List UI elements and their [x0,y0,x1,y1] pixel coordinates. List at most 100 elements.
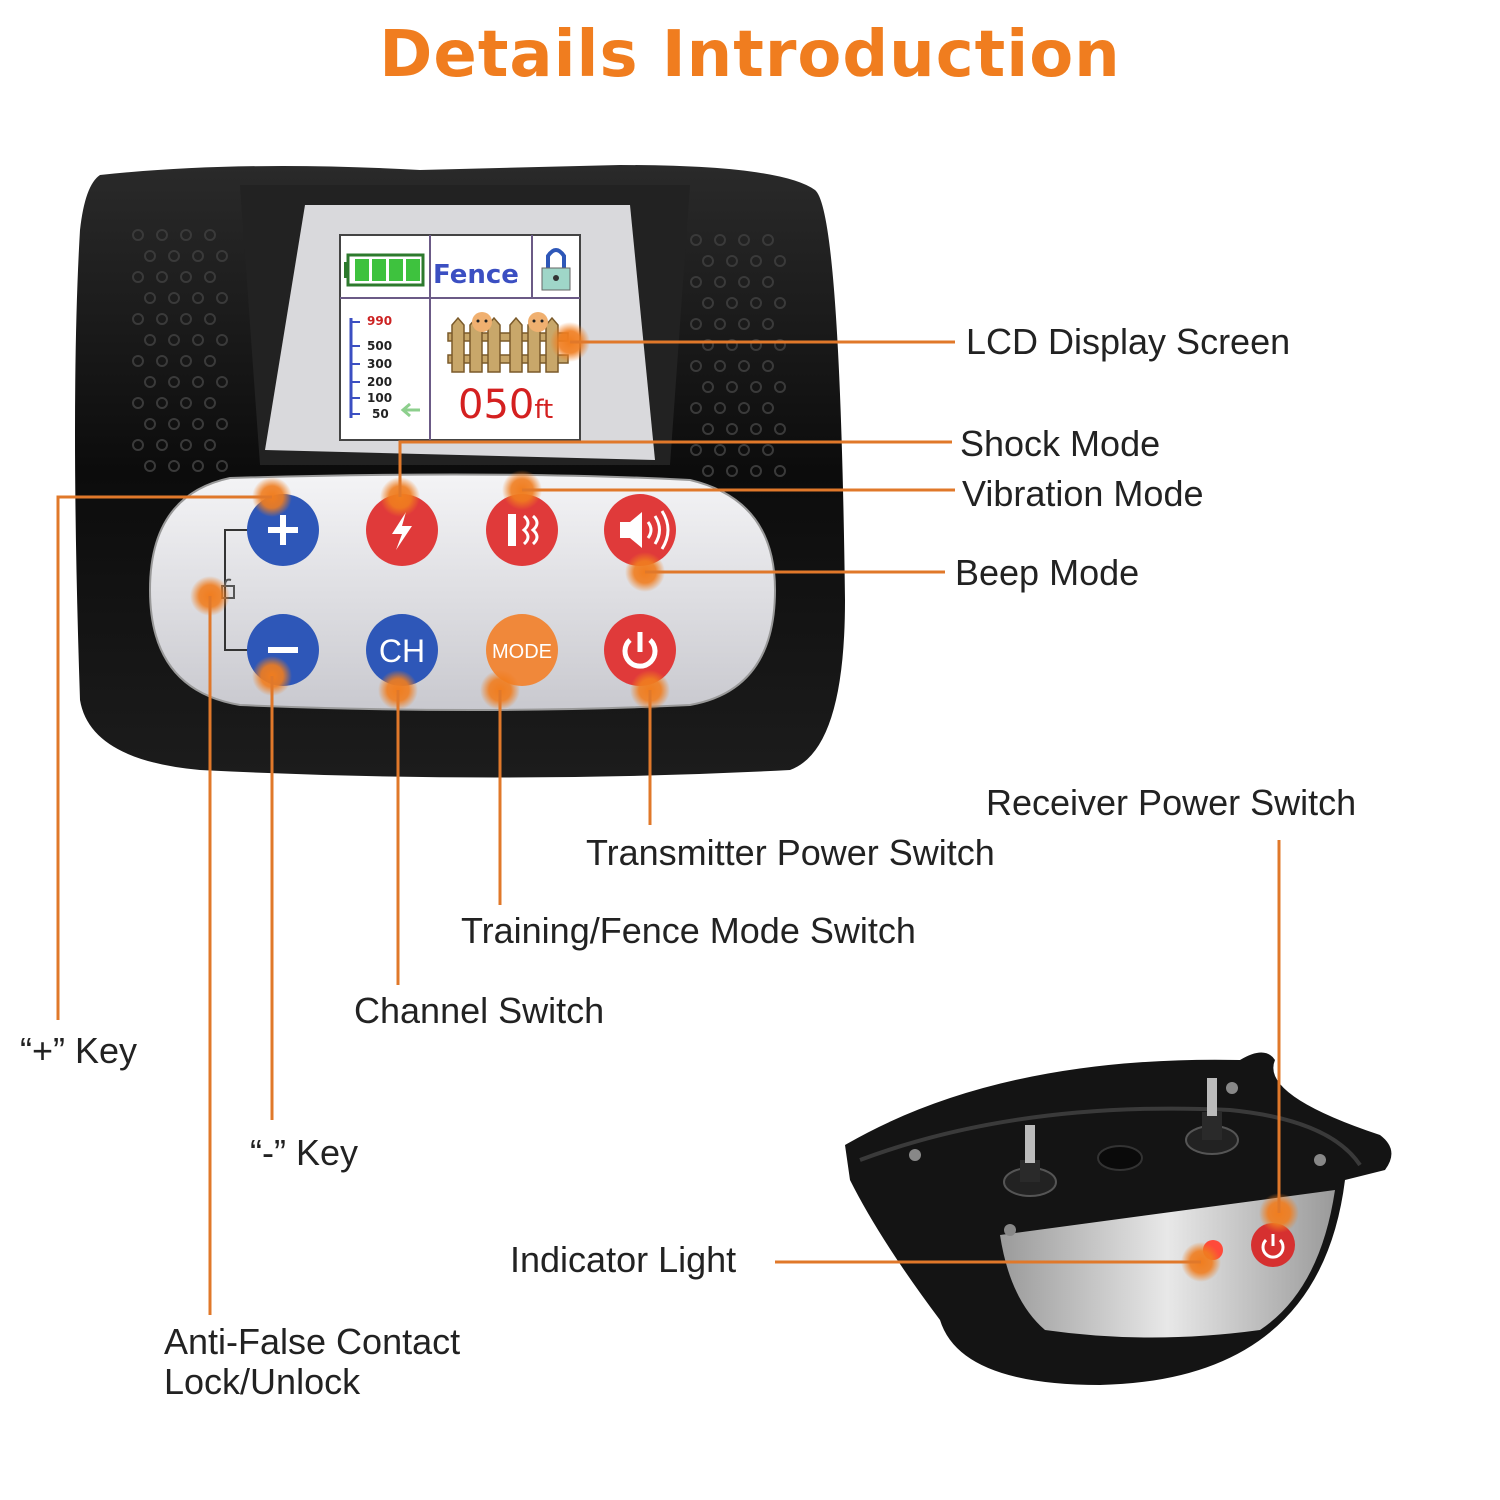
callout-markers [190,322,1299,1282]
grille-hole [132,439,144,451]
grille-hole [216,376,228,388]
grille-hole [192,376,204,388]
grille-hole [774,423,786,435]
label-minus-key: “-” Key [250,1132,358,1173]
grille-hole [702,423,714,435]
grille-hole [156,397,168,409]
scale-100: 100 [367,391,392,405]
grille-hole [738,276,750,288]
mode-button-label: MODE [492,641,552,663]
grille-hole [702,465,714,477]
grille-hole [690,444,702,456]
vibration-button [486,494,558,566]
label-channel-switch: Channel Switch [354,990,605,1031]
grille-hole [192,460,204,472]
grille-hole [156,271,168,283]
grille-hole [132,313,144,325]
grille-hole [192,334,204,346]
scale-500: 500 [367,339,392,353]
grille-hole [180,397,192,409]
receiver-speaker [1097,1145,1143,1171]
grille-hole [156,229,168,241]
grille-hole [774,297,786,309]
grille-hole [156,355,168,367]
grille-hole [702,381,714,393]
grille-hole [738,402,750,414]
grille-hole [204,229,216,241]
grille-hole [180,271,192,283]
battery-icon [344,253,425,287]
scale-50: 50 [372,407,389,421]
power-button [604,614,676,686]
grille-hole [702,255,714,267]
grille-hole [216,334,228,346]
label-beep-mode: Beep Mode [955,552,1140,593]
grille-hole [204,397,216,409]
grille-hole [726,381,738,393]
lock-icon [541,248,571,291]
grille-hole [750,339,762,351]
receiver-device [845,1052,1392,1385]
grille-hole [714,402,726,414]
grille-hole [762,402,774,414]
grille-hole [216,418,228,430]
distance-scale: 990 500 300 200 100 50 [349,314,420,421]
grille-hole [726,423,738,435]
lightning-icon [392,512,412,550]
label-receiver-power: Receiver Power Switch [986,782,1357,823]
grille-hole [774,465,786,477]
grille-hole [750,255,762,267]
grille-hole [144,418,156,430]
grille-hole [204,439,216,451]
grille-hole [774,255,786,267]
grille-hole [144,292,156,304]
grille-hole [690,318,702,330]
grille-hole [690,402,702,414]
grille-hole [180,313,192,325]
mode-button: MODE [486,614,558,686]
power-icon [622,638,658,669]
scale-300: 300 [367,357,392,371]
page-title: Details Introduction [379,18,1121,92]
grille-hole [750,465,762,477]
grille-hole [726,297,738,309]
speaker-grille-left [132,229,228,472]
grille-hole [168,250,180,262]
grille-hole [762,444,774,456]
grille-hole [690,360,702,372]
grille-hole [714,360,726,372]
label-shock-mode: Shock Mode [960,423,1161,464]
grille-hole [762,276,774,288]
grille-hole [750,297,762,309]
distance-value: 050ft [458,382,553,428]
grille-hole [192,250,204,262]
grille-hole [702,339,714,351]
grille-hole [180,229,192,241]
grille-hole [132,355,144,367]
grille-hole [714,276,726,288]
grille-hole [192,292,204,304]
grille-hole [204,355,216,367]
receiver-silver-panel [1000,1190,1335,1338]
receiver-power-button [1251,1223,1295,1267]
grille-hole [738,444,750,456]
grille-hole [726,255,738,267]
label-anti-false-line2: Lock/Unlock [164,1361,361,1402]
grille-hole [738,318,750,330]
ch-button: CH [366,614,438,686]
grille-hole [774,339,786,351]
grille-hole [738,360,750,372]
scale-990: 990 [367,314,392,328]
grille-hole [156,313,168,325]
label-anti-false-line1: Anti-False Contact [164,1321,461,1362]
shock-button [366,494,438,566]
grille-hole [762,360,774,372]
lcd-mode-label: Fence [433,260,519,290]
grille-hole [180,439,192,451]
contact-post [1003,1125,1057,1197]
grille-hole [132,229,144,241]
grille-hole [714,234,726,246]
grille-hole [690,276,702,288]
label-vibration-mode: Vibration Mode [962,473,1204,514]
grille-hole [714,318,726,330]
